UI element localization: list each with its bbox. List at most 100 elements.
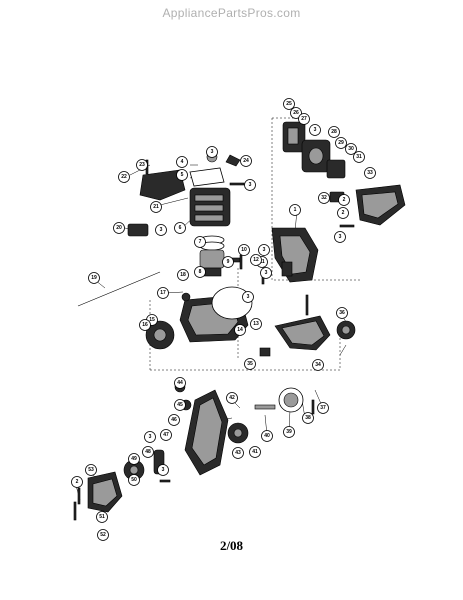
carburetor-assembly [282, 121, 406, 226]
parts [73, 121, 406, 521]
callout-circle [244, 358, 256, 370]
callout-circle [97, 529, 109, 541]
callout-53: 53 [85, 464, 97, 476]
callout-46: 46 [168, 414, 180, 426]
callout-number: 3 [265, 270, 268, 276]
callout-circle [283, 426, 295, 438]
callout-18: 18 [177, 269, 189, 281]
callout-circle [336, 307, 348, 319]
callout-number: 5 [181, 172, 184, 178]
callout-number: 48 [145, 449, 151, 455]
callout-38: 38 [302, 412, 314, 424]
callout-circle [157, 464, 169, 476]
callout-number: 3 [211, 149, 214, 155]
callout-number: 34 [315, 362, 321, 368]
callout-number: 22 [121, 174, 127, 180]
callout-circle [240, 155, 252, 167]
callout-number: 2 [76, 479, 79, 485]
callout-6: 6 [174, 222, 186, 234]
callout-number: 3 [247, 294, 250, 300]
callout-number: 33 [367, 170, 373, 176]
callout-circle [244, 179, 256, 191]
callout-number: 9 [227, 259, 230, 265]
callout-36: 36 [336, 307, 348, 319]
callout-50: 50 [128, 474, 140, 486]
callout-number: 10 [241, 247, 247, 253]
callout-number: 13 [253, 321, 259, 327]
callout-47: 47 [160, 429, 172, 441]
callout-52: 52 [97, 529, 109, 541]
callout-circle [250, 318, 262, 330]
callout-30: 30 [345, 143, 357, 155]
callout-3: 3 [244, 179, 256, 191]
callout-number: 3 [263, 247, 266, 253]
callout-circle [226, 392, 238, 404]
callout-number: 40 [264, 433, 270, 439]
callout-40: 40 [261, 430, 273, 442]
callout-17: 17 [157, 287, 169, 299]
fuel-tank [259, 315, 356, 357]
callout-number: 1 [294, 207, 297, 213]
callout-3: 3 [144, 431, 156, 443]
callout-circle [168, 414, 180, 426]
callout-7: 7 [194, 236, 206, 248]
callout-circle [139, 319, 151, 331]
callout-10: 10 [238, 244, 250, 256]
callout-3: 3 [334, 231, 346, 243]
callout-number: 2 [342, 210, 345, 216]
callout-circle [155, 224, 167, 236]
starter-assembly [174, 381, 304, 476]
callout-45: 45 [174, 399, 186, 411]
callout-circle [298, 113, 310, 125]
drive-cable [77, 271, 161, 307]
callout-circle [177, 269, 189, 281]
callout-circle [157, 287, 169, 299]
callout-circle [289, 204, 301, 216]
callout-2: 2 [338, 194, 350, 206]
callout-number: 36 [339, 310, 345, 316]
callout-circle [150, 201, 162, 213]
callout-number: 29 [338, 140, 344, 146]
callout-circle [128, 474, 140, 486]
callout-number: 25 [286, 101, 292, 107]
callout-number: 26 [293, 110, 299, 116]
callout-circle [194, 266, 206, 278]
callout-33: 33 [364, 167, 376, 179]
callout-circle [302, 412, 314, 424]
callout-circle [312, 359, 324, 371]
callout-12: 12 [250, 254, 262, 266]
callout-number: 28 [331, 129, 337, 135]
callout-number: 20 [116, 225, 122, 231]
callout-number: 3 [339, 234, 342, 240]
callout-number: 7 [199, 239, 202, 245]
callout-circle [176, 169, 188, 181]
callout-4: 4 [176, 156, 188, 168]
callout-5: 5 [176, 169, 188, 181]
callout-22: 22 [118, 171, 130, 183]
crankcase [145, 286, 253, 350]
callout-41: 41 [249, 446, 261, 458]
callout-number: 3 [160, 227, 163, 233]
callout-number: 51 [99, 514, 105, 520]
callout-1: 1 [289, 204, 301, 216]
callout-circle [194, 236, 206, 248]
callout-13: 13 [250, 318, 262, 330]
callout-number: 21 [153, 204, 159, 210]
callout-number: 24 [243, 158, 249, 164]
callout-number: 3 [162, 467, 165, 473]
callout-number: 17 [160, 290, 166, 296]
callout-number: 45 [177, 402, 183, 408]
callout-number: 32 [321, 195, 327, 201]
callout-circle [142, 446, 154, 458]
callout-3: 3 [309, 124, 321, 136]
callout-circle [283, 98, 295, 110]
watermark-text: AppliancePartsPros.com [162, 6, 301, 20]
callout-circle [206, 146, 218, 158]
callout-circle [118, 171, 130, 183]
callout-42: 42 [226, 392, 238, 404]
engine-housing [271, 227, 319, 283]
callout-number: 27 [301, 116, 307, 122]
callout-14: 14 [234, 324, 246, 336]
callout-number: 46 [171, 417, 177, 423]
